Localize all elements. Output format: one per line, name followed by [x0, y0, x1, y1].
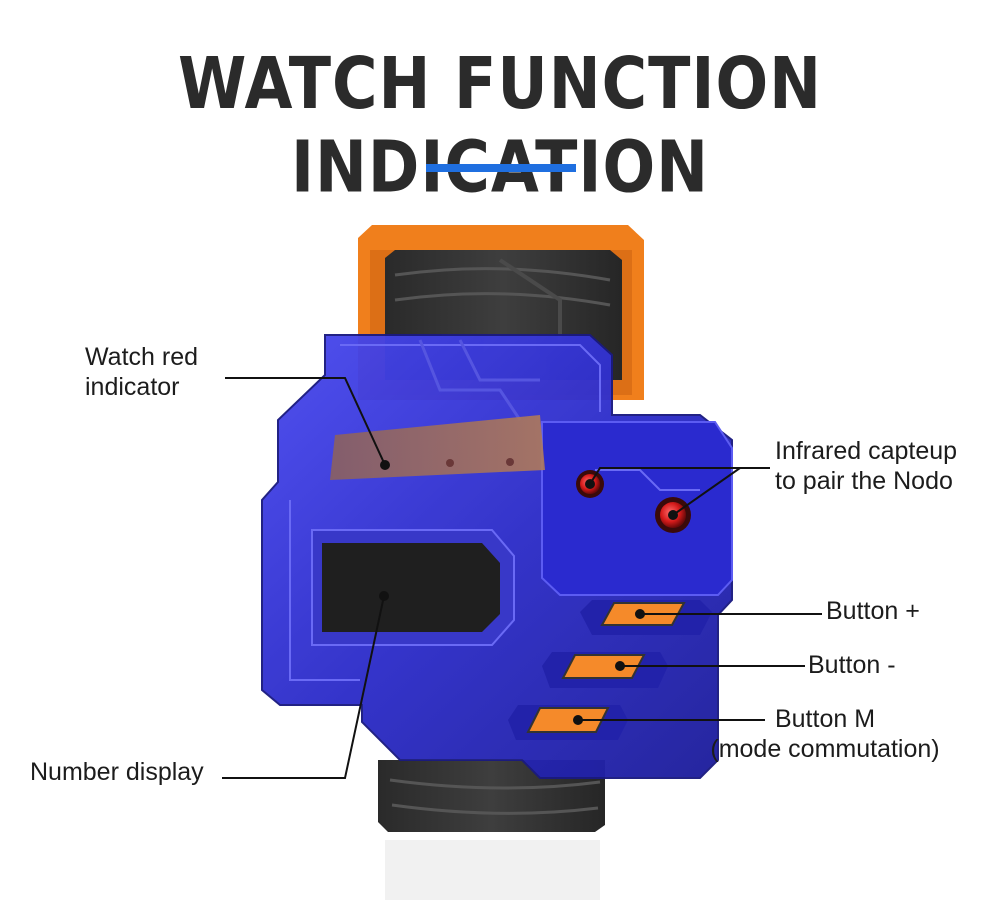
label-button-m: Button M (mode commutation): [700, 704, 950, 764]
callout-lines: [222, 377, 822, 779]
label-number-display: Number display: [30, 758, 204, 786]
label-infrared-line2: to pair the Nodo: [775, 467, 953, 495]
strap-bottom: [378, 760, 605, 900]
label-infrared-sensor: Infrared capteup to pair the Nodo: [775, 436, 957, 496]
title-underline: [426, 164, 576, 172]
label-red-indicator-line2: indicator: [85, 373, 180, 401]
button-minus-shape: [542, 652, 668, 688]
callout-dots: [379, 460, 678, 725]
button-plus-shape: [580, 600, 712, 635]
label-button-plus: Button +: [826, 597, 920, 625]
button-m-shape: [508, 705, 628, 740]
label-button-m-line2: (mode commutation): [710, 735, 940, 763]
label-button-m-line1: Button M: [774, 705, 876, 733]
label-watch-red-indicator: Watch red indicator: [85, 342, 198, 402]
label-button-minus: Button -: [808, 651, 896, 679]
label-infrared-line1: Infrared capteup: [775, 437, 958, 465]
number-display-screen: [311, 529, 515, 646]
label-red-indicator-line1: Watch red: [85, 343, 199, 371]
